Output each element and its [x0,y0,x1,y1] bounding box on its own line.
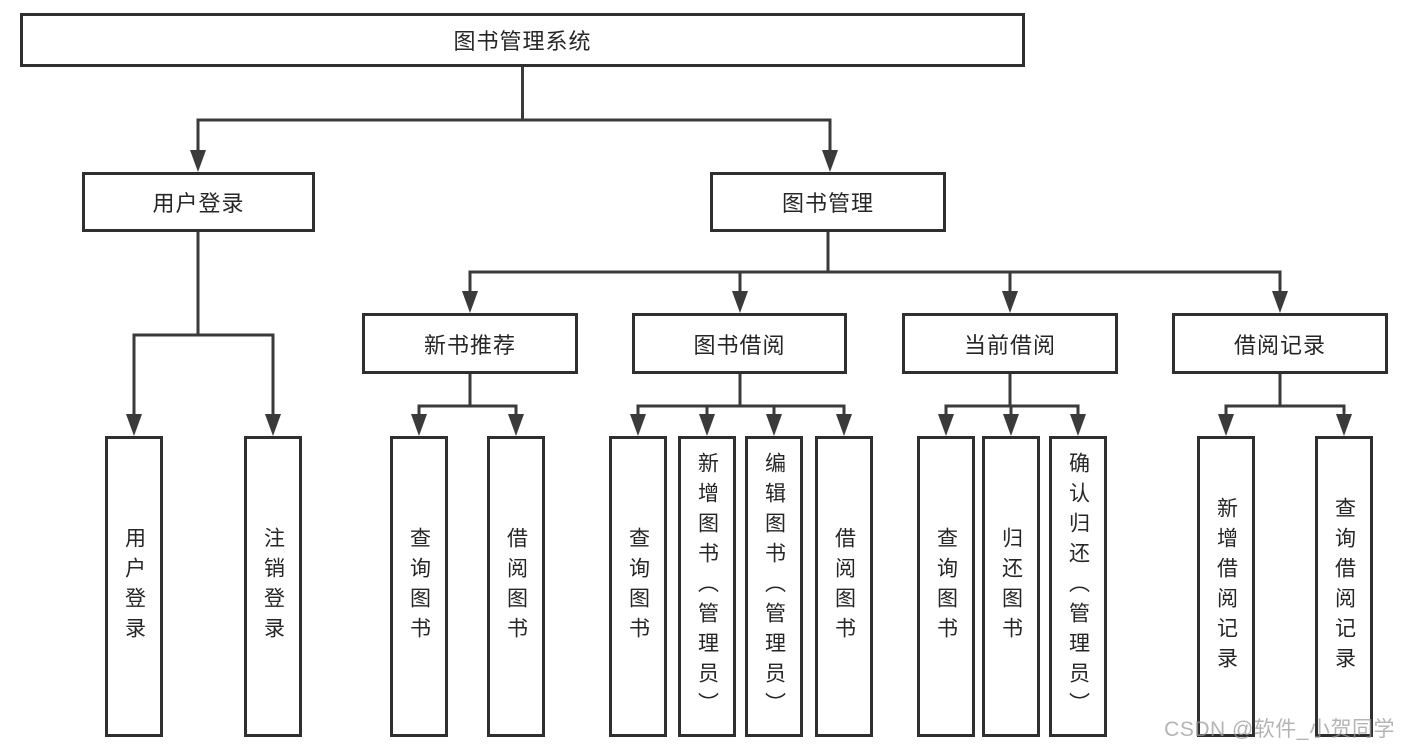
node-user-login: 用户登录 [82,172,315,232]
leaf-return-book: 归还图书 [982,436,1040,737]
connector-root-to-level2 [196,67,832,156]
node-book-management: 图书管理 [710,172,946,232]
node-current-borrowing: 当前借阅 [902,313,1118,374]
leaf-borrow-book-recommend: 借阅图书 [487,436,545,737]
leaf-add-borrow-record: 新增借阅记录 [1197,436,1255,737]
leaf-query-book-borrow: 查询图书 [609,436,667,737]
leaf-query-book-recommend: 查询图书 [390,436,448,737]
leaf-edit-book-admin: 编辑图书（管理员） [745,436,803,737]
connector-current-borrow-to-leaves [944,374,1080,420]
node-root-system: 图书管理系统 [20,13,1025,67]
leaf-user-login: 用户登录 [105,436,163,737]
node-new-book-recommend: 新书推荐 [362,313,578,374]
leaf-confirm-return-admin: 确认归还（管理员） [1049,436,1107,737]
connector-book-borrow-to-leaves [636,374,846,420]
connector-borrow-records-to-leaves [1224,374,1346,420]
node-book-borrowing: 图书借阅 [632,313,847,374]
node-borrowing-records: 借阅记录 [1172,313,1388,374]
csdn-watermark: CSDN @软件_小贺同学 [1164,718,1395,741]
leaf-add-book-admin: 新增图书（管理员） [678,436,736,737]
connector-book-mgmt-to-level3 [468,232,1282,297]
leaf-logout: 注销登录 [244,436,302,737]
connector-new-book-to-leaves [417,374,518,420]
leaf-query-book-current: 查询图书 [917,436,975,737]
leaf-borrow-book: 借阅图书 [815,436,873,737]
connector-user-login-to-leaves [132,232,275,420]
leaf-query-borrow-record: 查询借阅记录 [1315,436,1373,737]
